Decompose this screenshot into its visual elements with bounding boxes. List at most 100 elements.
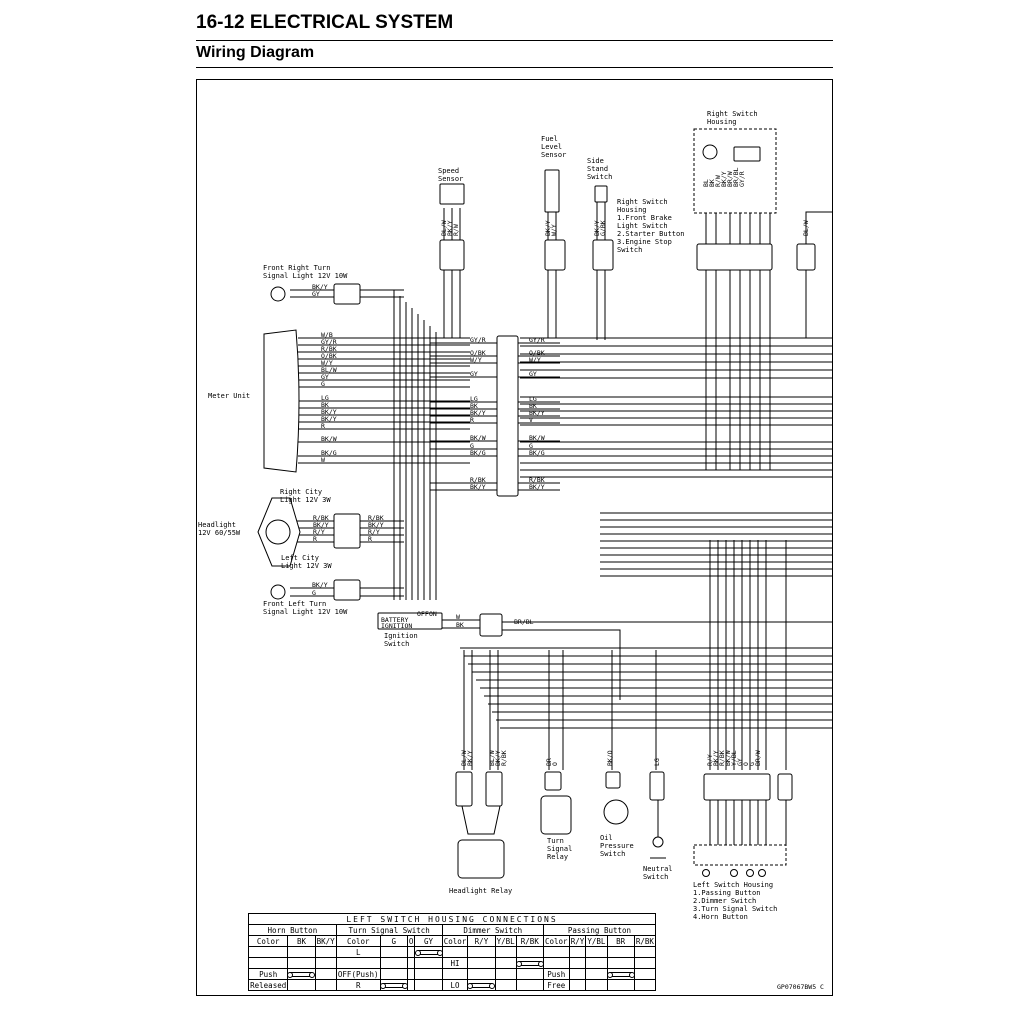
fuel-sensor-connector bbox=[544, 239, 566, 271]
turn-signal-relay bbox=[540, 795, 572, 835]
wire-code: GY/R bbox=[470, 336, 486, 344]
wire-code: BK/Y bbox=[312, 283, 328, 291]
table-cell bbox=[585, 957, 608, 969]
table-cell bbox=[379, 968, 408, 980]
wire-code: BK/Y bbox=[321, 415, 337, 423]
table-cell bbox=[585, 968, 608, 980]
table-header-cell: O bbox=[406, 935, 416, 947]
table-cell bbox=[515, 946, 544, 958]
table-header-cell: R/BK bbox=[633, 935, 657, 947]
table-cell: Released bbox=[247, 979, 289, 991]
fuel-level-sensor-label: Sensor bbox=[541, 151, 566, 159]
wire-code: BK/Y bbox=[544, 220, 552, 236]
speed-sensor-label: Speed bbox=[438, 167, 459, 175]
table-cell bbox=[568, 979, 587, 991]
oil-pressure-switch-label: Oil bbox=[600, 834, 613, 842]
wire-code: GY bbox=[312, 290, 320, 298]
headlight-relay-label: Headlight Relay bbox=[449, 887, 512, 895]
left-switch-housing-table: LEFT SWITCH HOUSING CONNECTIONS Horn But… bbox=[247, 913, 657, 991]
wire-code: W bbox=[456, 613, 460, 621]
table-cell bbox=[585, 979, 608, 991]
wire-code: W/B bbox=[321, 331, 333, 339]
wire-code: BL/W bbox=[460, 750, 468, 766]
headlight-connector bbox=[333, 513, 361, 549]
table-cell: R bbox=[335, 979, 381, 991]
wire-code: LG bbox=[321, 394, 329, 402]
turn-signal-relay-label: Relay bbox=[547, 853, 568, 861]
table-cell bbox=[585, 946, 608, 958]
wire-code: BL/W bbox=[440, 220, 448, 236]
wire-code: R/BK bbox=[313, 514, 329, 522]
right-switch-housing-label: Right Switch bbox=[707, 110, 758, 118]
neutral-connector bbox=[649, 771, 665, 801]
right-switch-items-label: Housing bbox=[617, 206, 647, 214]
wire-code: BK/G bbox=[470, 449, 486, 457]
table-cell bbox=[247, 946, 289, 958]
wire-code: BK/W bbox=[321, 435, 337, 443]
table-cell bbox=[467, 957, 496, 969]
table-cell bbox=[606, 979, 635, 991]
headlight-label: Headlight bbox=[198, 521, 236, 529]
diagram-labels: W/BGY/RR/BKO/BKW/YBL/WGYGLGBKBK/YBK/YRBK… bbox=[198, 110, 810, 921]
table-cell bbox=[633, 968, 657, 980]
switch-number-circle bbox=[746, 869, 754, 877]
table-cell bbox=[568, 946, 587, 958]
wire-code: R/BK bbox=[321, 345, 337, 353]
wire-code: W/Y bbox=[529, 356, 541, 364]
table-header-cell: BR bbox=[606, 935, 635, 947]
table-cell: LO bbox=[441, 979, 469, 991]
side-stand-switch-label: Switch bbox=[587, 173, 612, 181]
front-right-turn-label: Front Right Turn bbox=[263, 264, 330, 272]
wire-code: R/Y bbox=[368, 528, 380, 536]
wire-code: BK/Y bbox=[446, 220, 454, 236]
ignition-switch-label: Switch bbox=[384, 640, 409, 648]
table-cell bbox=[247, 957, 289, 969]
wire-code: W/Y bbox=[550, 224, 558, 236]
table-header-cell: BK bbox=[287, 935, 316, 947]
table-cell bbox=[406, 957, 416, 969]
fuel-level-sensor-label: Level bbox=[541, 143, 562, 151]
left-housing-extra-connector bbox=[777, 773, 793, 801]
wire-code: BK/Y bbox=[529, 409, 545, 417]
right-housing-connector bbox=[696, 243, 773, 271]
table-cell bbox=[633, 979, 657, 991]
table-group-turn: Turn Signal Switch bbox=[335, 924, 443, 936]
ignition-box-label: ON bbox=[429, 610, 437, 618]
front-brake-switch bbox=[702, 144, 718, 160]
switch-connection-bar bbox=[287, 972, 316, 978]
table-cell bbox=[606, 957, 635, 969]
wire-code: BL bbox=[702, 179, 710, 187]
junction-connector bbox=[496, 335, 519, 497]
wire-code: GY bbox=[736, 758, 744, 766]
wire-code: BK bbox=[470, 402, 478, 410]
switch-connection-bar bbox=[606, 972, 635, 978]
headlight-bulb bbox=[265, 519, 291, 545]
left-switch-housing-label: 4.Horn Button bbox=[693, 913, 748, 921]
left-switch-housing-box bbox=[693, 844, 787, 866]
left-switch-housing-label: 3.Turn Signal Switch bbox=[693, 905, 777, 913]
left-switch-housing-label: 1.Passing Button bbox=[693, 889, 760, 897]
table-cell bbox=[542, 946, 570, 958]
table-cell bbox=[467, 979, 496, 991]
ignition-switch-label: Ignition bbox=[384, 632, 418, 640]
table-cell bbox=[515, 979, 544, 991]
wire-code: G bbox=[529, 442, 533, 450]
table-cell bbox=[467, 946, 496, 958]
wire-code: BK bbox=[321, 401, 329, 409]
table-cell bbox=[568, 968, 587, 980]
wire-code: GY bbox=[470, 370, 478, 378]
table-cell bbox=[406, 979, 416, 991]
meter-unit-label: Meter Unit bbox=[208, 392, 250, 400]
table-cell bbox=[633, 957, 657, 969]
table-cell bbox=[379, 957, 408, 969]
side-stand-switch bbox=[594, 185, 608, 203]
wire-code: GY/R bbox=[321, 338, 337, 346]
table-cell bbox=[467, 968, 496, 980]
table-cell bbox=[494, 968, 517, 980]
meter-unit-housing bbox=[263, 329, 300, 473]
ignition-switch-box bbox=[377, 612, 443, 630]
turn-signal-relay-label: Turn bbox=[547, 837, 564, 845]
table-cell: Push bbox=[542, 968, 570, 980]
